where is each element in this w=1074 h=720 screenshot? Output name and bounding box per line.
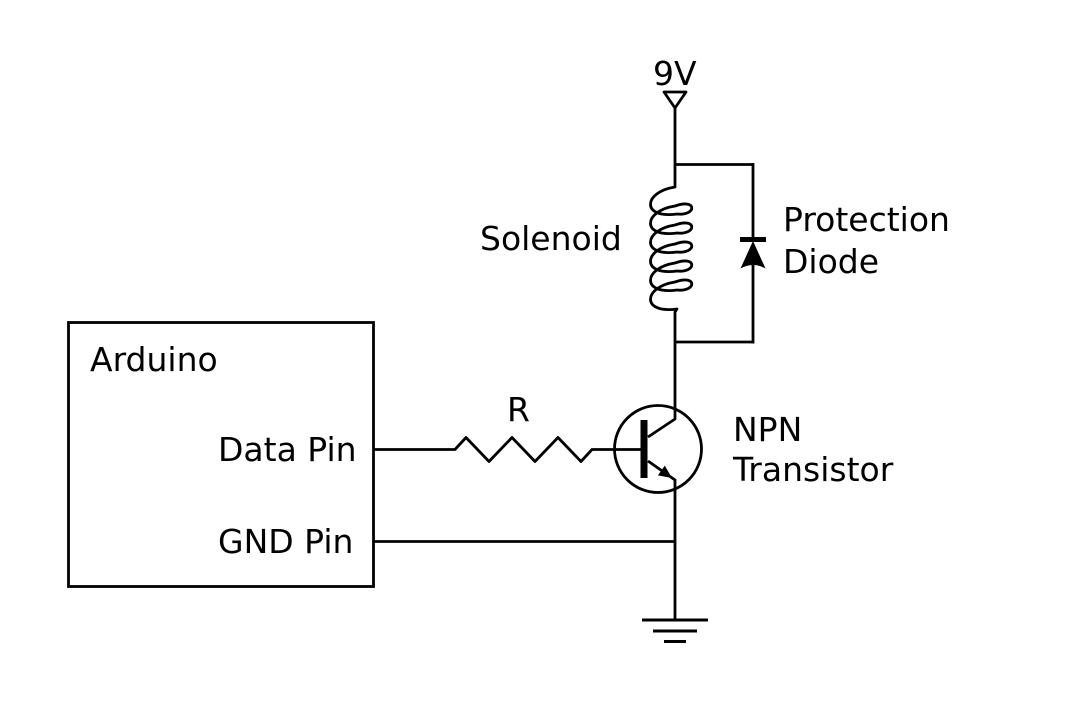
resistor-icon bbox=[374, 436, 641, 463]
supply-voltage-label: 9V bbox=[653, 54, 697, 93]
transistor-label-line1: NPN bbox=[733, 410, 803, 449]
ground-icon bbox=[642, 618, 708, 643]
arduino-box bbox=[67, 321, 375, 588]
diode-arrow-icon bbox=[740, 241, 766, 269]
protection-diode-label-line1: Protection bbox=[783, 200, 950, 239]
transistor-base-bar-icon bbox=[640, 420, 648, 478]
data-pin-label: Data Pin bbox=[218, 430, 357, 469]
transistor-emitter-wire bbox=[647, 459, 677, 619]
transistor-circle-icon bbox=[613, 404, 703, 494]
resistor-label: R bbox=[507, 390, 530, 429]
transistor-emitter-arrow-icon bbox=[657, 465, 672, 478]
gnd-pin-label: GND Pin bbox=[218, 522, 354, 561]
arduino-label: Arduino bbox=[90, 340, 218, 379]
transistor-label-line2: Transistor bbox=[733, 450, 894, 489]
solenoid-coil-icon bbox=[647, 108, 694, 439]
power-port-icon bbox=[662, 90, 688, 110]
protection-diode-label-line2: Diode bbox=[783, 242, 880, 281]
solenoid-label: Solenoid bbox=[480, 219, 622, 258]
